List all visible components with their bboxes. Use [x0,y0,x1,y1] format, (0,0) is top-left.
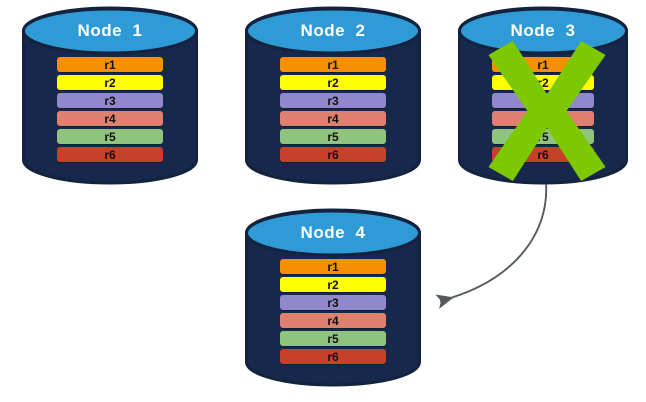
row-label: r2 [327,277,339,292]
node-3-row-list: r1 r2 r3 r4 r5 r6 [458,57,628,162]
node-1-row-r2[interactable]: r2 [57,75,163,90]
node-1-row-r6[interactable]: r6 [57,147,163,162]
row-label: r2 [104,75,116,90]
row-label: r4 [537,111,549,126]
row-label: r4 [327,313,339,328]
row-label: r6 [537,147,549,162]
row-label: r1 [327,57,339,72]
cylinder-top-ellipse [245,209,421,257]
node-4-row-r1[interactable]: r1 [280,259,386,274]
node-1-row-r4[interactable]: r4 [57,111,163,126]
node-1-row-r3[interactable]: r3 [57,93,163,108]
node-2-row-list: r1 r2 r3 r4 r5 r6 [245,57,421,162]
node-3-row-r2[interactable]: r2 [492,75,594,90]
node-4-row-r6[interactable]: r6 [280,349,386,364]
node-4-row-r5[interactable]: r5 [280,331,386,346]
node-4-row-r2[interactable]: r2 [280,277,386,292]
row-label: r3 [327,93,339,108]
node-2-row-r4[interactable]: r4 [280,111,386,126]
node-2-row-r5[interactable]: r5 [280,129,386,144]
node-3-row-r6[interactable]: r6 [492,147,594,162]
node-1-row-r5[interactable]: r5 [57,129,163,144]
row-label: r6 [327,349,339,364]
node-3-row-r1[interactable]: r1 [492,57,594,72]
cylinder-top-ellipse [245,7,421,55]
row-label: r6 [327,147,339,162]
node-3-row-r3[interactable]: r3 [492,93,594,108]
row-label: r2 [537,75,549,90]
cylinder-top-ellipse [458,7,628,55]
arrow-node3-to-node4 [435,183,548,309]
row-label: r6 [104,147,116,162]
node-1-row-r1[interactable]: r1 [57,57,163,72]
row-label: r4 [104,111,116,126]
node-4-row-list: r1 r2 r3 r4 r5 r6 [245,259,421,364]
node-4-row-r4[interactable]: r4 [280,313,386,328]
node-3-row-r5[interactable]: r5 [492,129,594,144]
row-label: r3 [104,93,116,108]
node-2-row-r3[interactable]: r3 [280,93,386,108]
row-label: r5 [537,129,549,144]
row-label: r5 [327,331,339,346]
row-label: r5 [104,129,116,144]
cylinder-top-ellipse [22,7,198,55]
row-label: r1 [537,57,549,72]
node-4-row-r3[interactable]: r3 [280,295,386,310]
row-label: r1 [327,259,339,274]
node-1-row-list: r1 r2 r3 r4 r5 r6 [22,57,198,162]
row-label: r5 [327,129,339,144]
row-label: r4 [327,111,339,126]
row-label: r3 [327,295,339,310]
row-label: r1 [104,57,116,72]
row-label: r2 [327,75,339,90]
node-2-row-r2[interactable]: r2 [280,75,386,90]
node-2-row-r1[interactable]: r1 [280,57,386,72]
node-2-row-r6[interactable]: r6 [280,147,386,162]
node-3-row-r4[interactable]: r4 [492,111,594,126]
row-label: r3 [537,93,549,108]
